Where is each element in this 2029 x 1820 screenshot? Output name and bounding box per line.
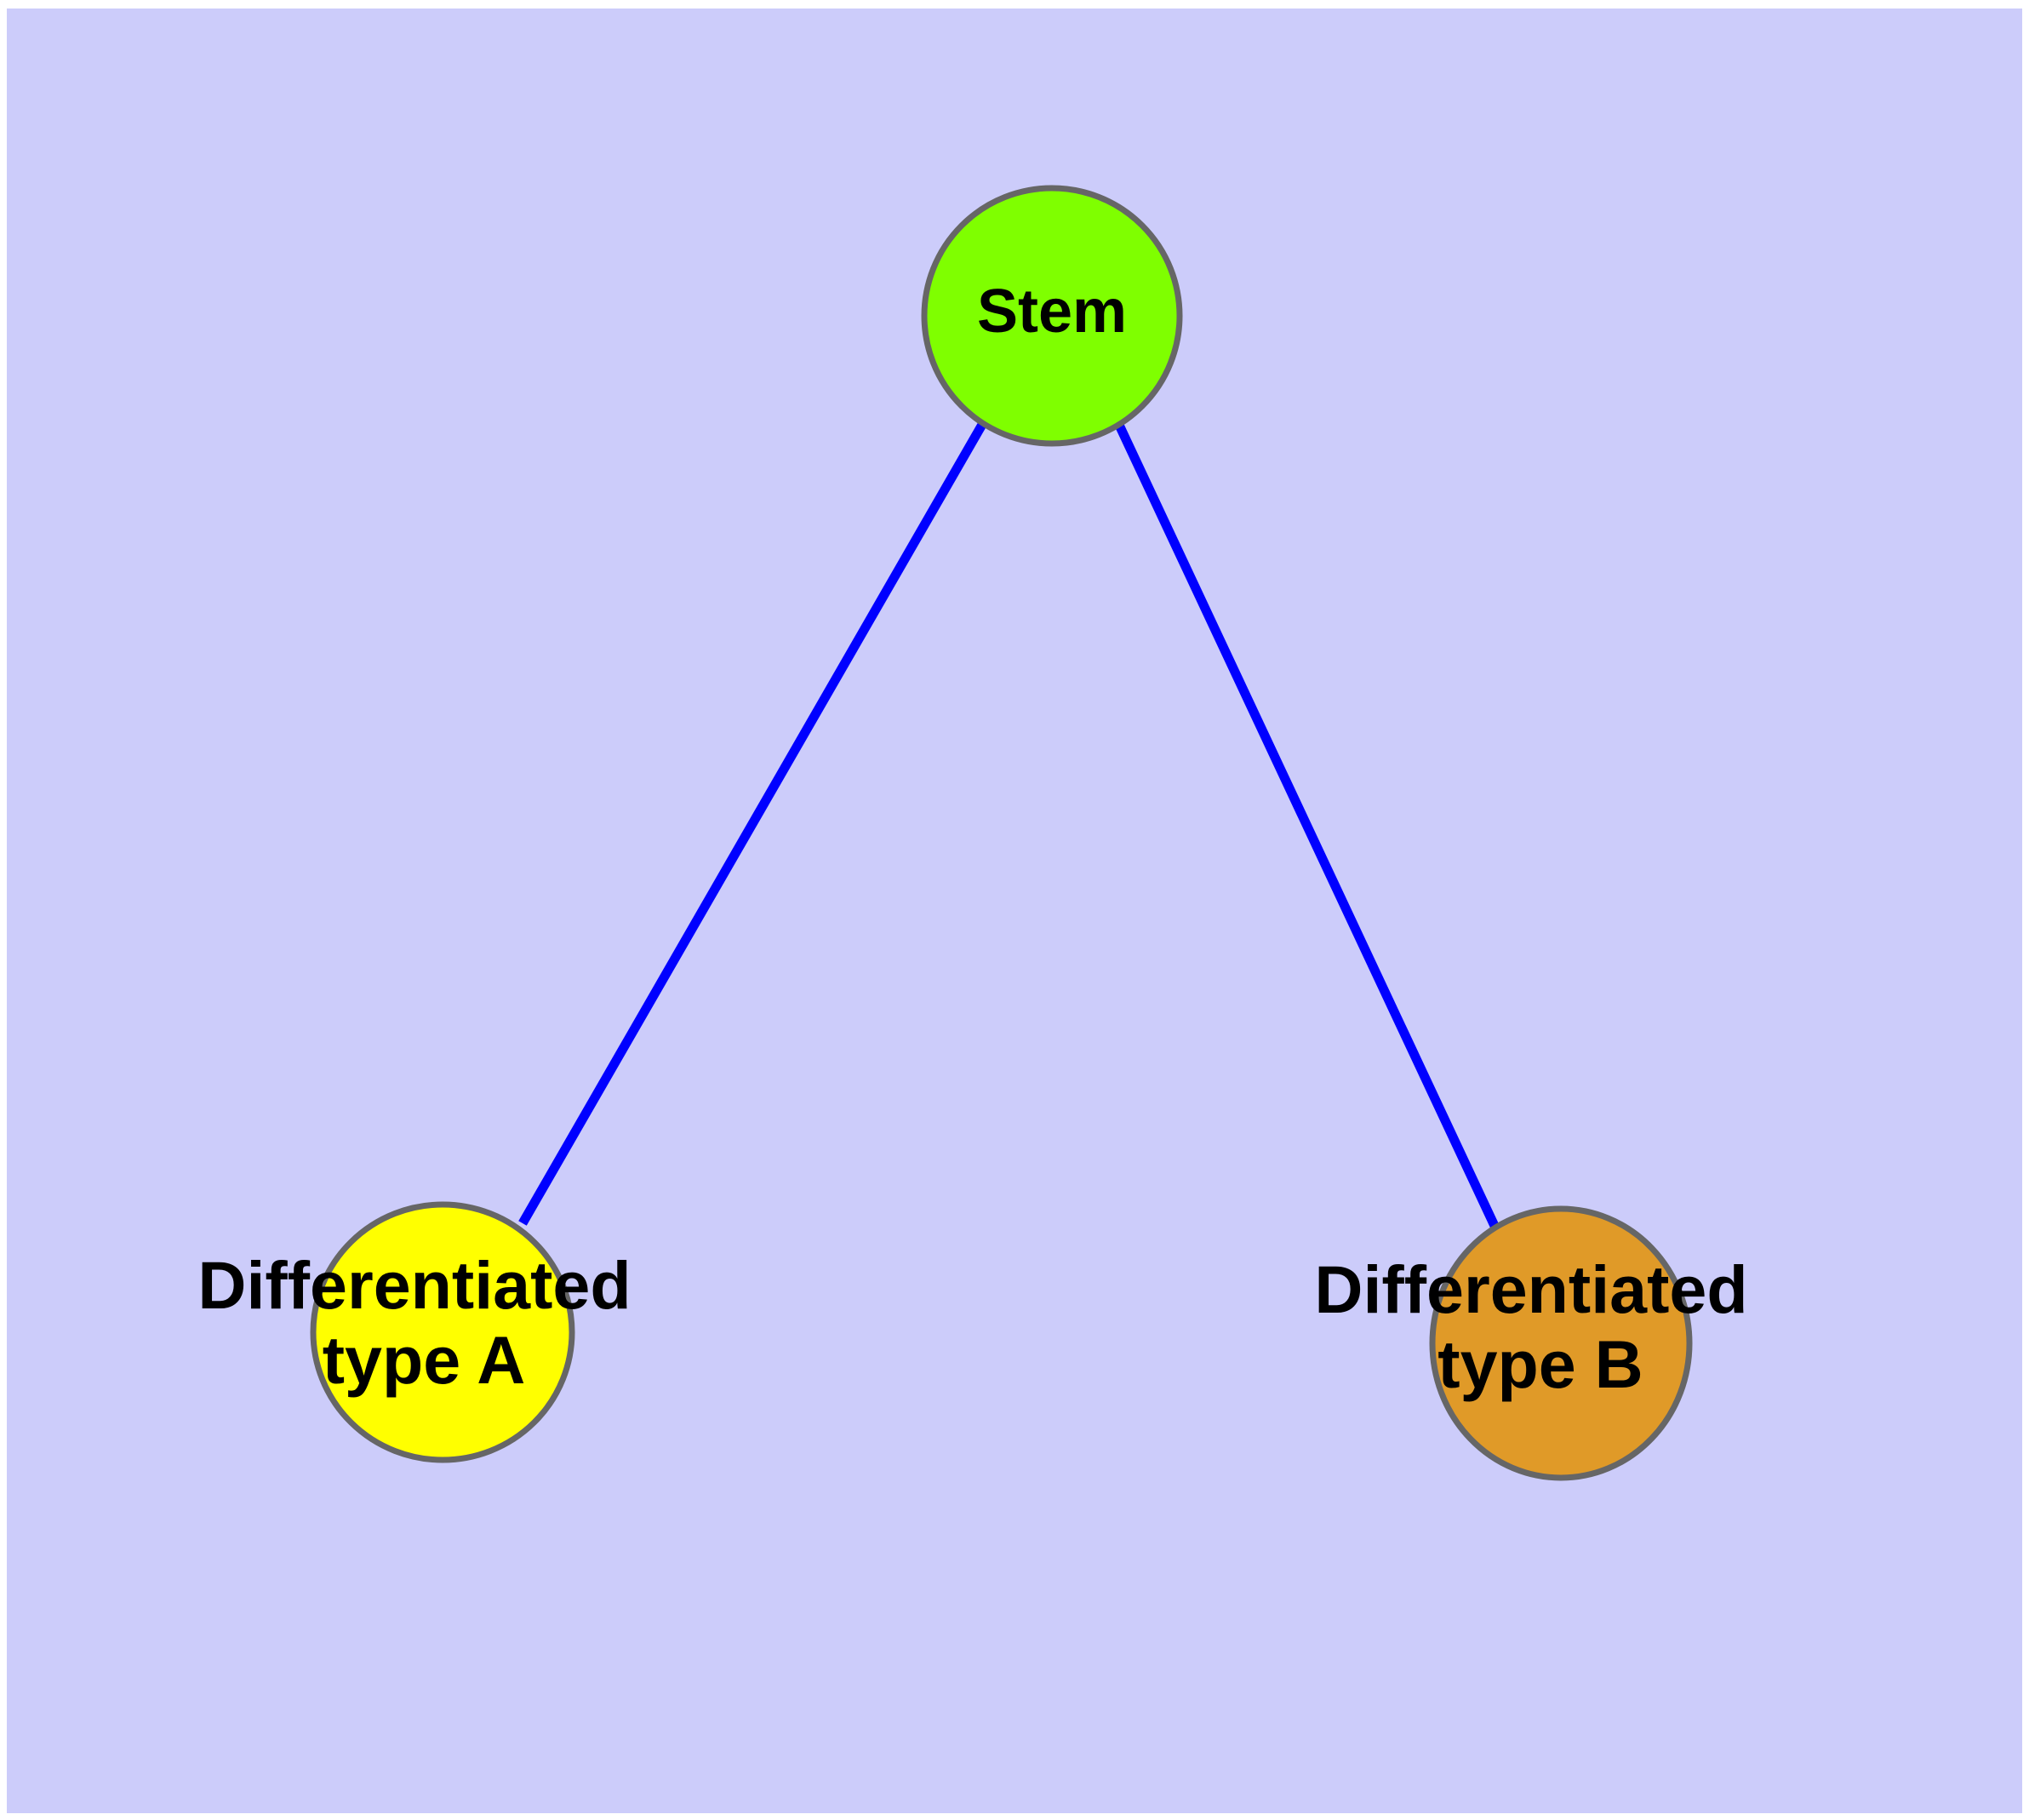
node-label-differentiated-type-a-line2: type A: [323, 1322, 526, 1398]
node-circle-differentiated-type-b[interactable]: [1429, 1205, 1693, 1481]
node-circle-stem[interactable]: [921, 185, 1183, 447]
label-layer: Stem Differentiated type A Differentiate…: [197, 278, 1766, 1402]
edge-stem-to-differentiated-type-b[interactable]: [1113, 419, 1499, 1228]
graph-node-differentiated-type-b[interactable]: [1429, 1205, 1693, 1481]
node-label-stem-line1: Stem: [977, 278, 1127, 346]
node-layer: [310, 185, 1693, 1481]
node-label-differentiated-type-b-line2: type B: [1437, 1326, 1643, 1402]
node-label-differentiated-type-b-line1: Differentiated: [1314, 1251, 1747, 1327]
graph-node-differentiated-type-a[interactable]: [310, 1201, 575, 1463]
node-label-differentiated-type-a-line1: Differentiated: [197, 1247, 631, 1323]
node-label-differentiated-type-b: Differentiated type B: [1314, 1251, 1766, 1402]
graph-node-stem[interactable]: [921, 185, 1183, 447]
node-label-differentiated-type-a: Differentiated type A: [197, 1247, 649, 1398]
node-circle-differentiated-type-a[interactable]: [310, 1201, 575, 1463]
edge-layer: [518, 419, 1499, 1228]
node-label-stem: Stem: [977, 278, 1127, 346]
edge-stem-to-differentiated-type-a[interactable]: [518, 421, 987, 1226]
